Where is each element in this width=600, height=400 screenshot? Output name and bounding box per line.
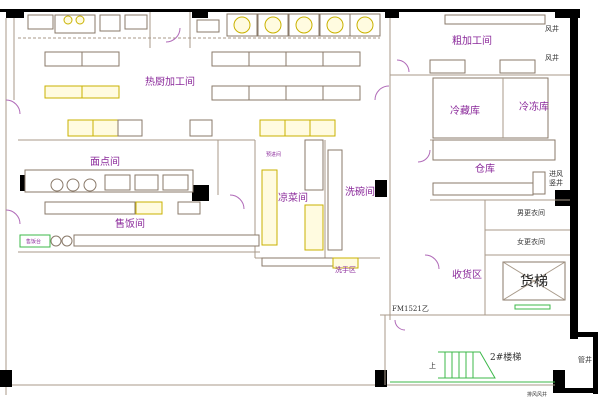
column — [375, 370, 387, 387]
label-intake-shaft-1: 进风 — [549, 170, 563, 178]
label-cold-storage: 冷藏库 — [450, 104, 480, 117]
column — [0, 370, 12, 387]
cold-dish-equipment — [261, 139, 359, 269]
label-mens-locker: 男更衣间 — [517, 208, 545, 217]
label-exhaust-shaft: 排风风井 — [527, 391, 547, 398]
column — [555, 190, 570, 206]
label-pipe-shaft: 管井 — [578, 355, 592, 364]
label-handwash: 洗手区 — [335, 265, 356, 274]
label-air-shaft-1: 风井 — [545, 24, 559, 33]
label-freezer: 冷冻库 — [519, 100, 549, 113]
label-air-shaft-2: 风井 — [545, 53, 559, 62]
column — [375, 180, 387, 197]
label-pastry: 面点间 — [90, 155, 120, 168]
label-womens-locker: 女更衣间 — [517, 237, 545, 246]
outer-walls — [0, 9, 598, 395]
label-stair-up: 上 — [429, 361, 436, 370]
label-serving-counter: 售饭台 — [26, 238, 41, 245]
label-freight-elevator: 货梯 — [520, 273, 548, 290]
column — [192, 185, 209, 201]
label-intake-shaft-2: 竖井 — [549, 178, 563, 187]
label-warehouse: 仓库 — [475, 162, 495, 175]
label-serving: 售饭间 — [115, 217, 145, 230]
label-hot-kitchen: 热厨加工间 — [145, 75, 195, 88]
cold-rooms — [429, 14, 556, 196]
pastry-serving-equipment — [19, 169, 260, 248]
label-pre-entry: 预进间 — [266, 151, 281, 158]
room-labels: 热厨加工间 粗加工间 风井 风井 冷藏库 冷冻库 仓库 进风 竖井 男更衣间 女… — [26, 24, 592, 398]
label-door-code: FM1521乙 — [392, 305, 429, 313]
doors — [5, 27, 440, 331]
label-stair: 2#楼梯 — [490, 351, 521, 363]
hot-kitchen-equipment — [27, 13, 381, 137]
wok-stoves — [226, 13, 381, 37]
label-cold-dish: 凉菜间 — [278, 191, 308, 204]
label-receiving: 收货区 — [452, 268, 482, 281]
label-dishwashing: 洗碗间 — [345, 185, 375, 198]
stair-shape — [390, 351, 555, 383]
partitions — [18, 12, 570, 385]
label-rough-processing: 粗加工间 — [452, 34, 492, 47]
freight-elevator-shape — [502, 261, 566, 310]
